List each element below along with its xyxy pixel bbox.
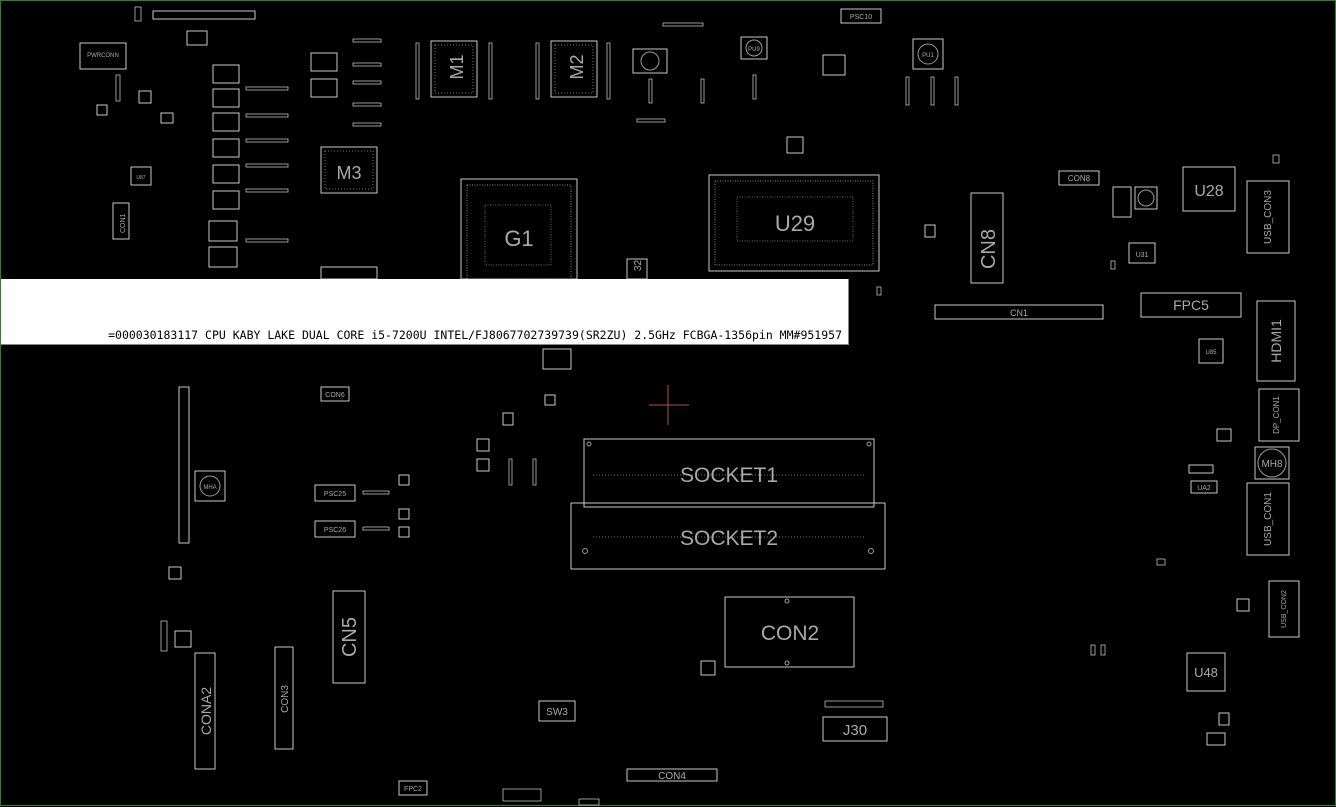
small-parts <box>160 154 1280 806</box>
component-g1[interactable]: G1 <box>460 178 578 280</box>
component-usb-con1[interactable]: USB_CON1 <box>1246 482 1290 556</box>
svg-text:PWRCONN: PWRCONN <box>87 53 119 59</box>
svg-text:USB_CON3: USB_CON3 <box>1263 190 1274 244</box>
svg-text:U28: U28 <box>1194 183 1223 200</box>
svg-text:J30: J30 <box>843 722 867 739</box>
component-con2[interactable]: CON2 <box>724 596 855 668</box>
svg-text:U29: U29 <box>775 211 815 236</box>
svg-text:CON8: CON8 <box>1068 174 1091 183</box>
part-info-tooltip: =000030183117 CPU KABY LAKE DUAL CORE i5… <box>1 279 849 345</box>
component-cona2[interactable]: CONA2 <box>194 652 216 770</box>
header-strip <box>134 6 256 22</box>
component-psc10[interactable]: PSC10 <box>840 8 882 24</box>
svg-text:32: 32 <box>633 259 644 271</box>
svg-text:DP_CON1: DP_CON1 <box>1272 396 1281 434</box>
svg-text:HDMI1: HDMI1 <box>1268 319 1284 363</box>
left-vertical-connector <box>178 386 190 544</box>
svg-text:CN1: CN1 <box>1010 308 1028 318</box>
component-cn5[interactable]: CN5 <box>332 590 366 684</box>
svg-text:PSC10: PSC10 <box>850 14 872 21</box>
component-cn1[interactable]: CN1 <box>934 304 1104 320</box>
svg-text:SOCKET1: SOCKET1 <box>680 464 778 487</box>
component-con1-left[interactable]: CON1 <box>112 202 130 240</box>
component-con6[interactable]: CON6 <box>320 386 350 402</box>
component-u28[interactable]: U28 <box>1182 166 1236 212</box>
svg-text:U87: U87 <box>136 175 145 181</box>
svg-text:CONA2: CONA2 <box>198 687 214 735</box>
svg-text:CON2: CON2 <box>761 622 819 645</box>
component-usb-con3[interactable]: USB_CON3 <box>1246 180 1290 254</box>
component-j30[interactable]: J30 <box>822 716 888 742</box>
component-ua2[interactable]: UA2 <box>1190 480 1218 494</box>
svg-text:M1: M1 <box>447 54 467 79</box>
component-fpc2[interactable]: FPC2 <box>398 780 428 796</box>
svg-text:CN8: CN8 <box>978 229 1000 269</box>
component-psc25[interactable]: PSC25 <box>314 484 356 502</box>
svg-text:CON1: CON1 <box>120 213 127 233</box>
component-dp-con1[interactable]: DP_CON1 <box>1258 388 1300 442</box>
svg-text:USB_CON2: USB_CON2 <box>1281 590 1288 628</box>
component-socket2[interactable]: SOCKET2 <box>570 502 886 570</box>
svg-text:CN5: CN5 <box>339 617 361 657</box>
component-mha[interactable]: MHA <box>194 470 226 502</box>
component-u29[interactable]: U29 <box>708 174 880 272</box>
svg-text:SOCKET2: SOCKET2 <box>680 527 778 550</box>
component-pu1[interactable]: PU1 <box>912 38 944 70</box>
component-u31[interactable]: U31 <box>1128 242 1156 264</box>
component-mh8[interactable]: MH8 <box>1254 446 1290 480</box>
component-psc26[interactable]: PSC26 <box>314 520 356 538</box>
component-con3[interactable]: CON3 <box>274 646 294 750</box>
svg-text:CON3: CON3 <box>280 685 291 713</box>
component-pu9[interactable]: PU9 <box>740 36 768 60</box>
component-u85[interactable]: U85 <box>1198 338 1224 364</box>
component-con8[interactable]: CON8 <box>1058 170 1100 186</box>
component-m3[interactable]: M3 <box>320 146 378 194</box>
svg-text:PSC26: PSC26 <box>324 527 346 534</box>
component-m1[interactable]: M1 <box>430 40 478 98</box>
component-u48[interactable]: U48 <box>1186 652 1226 692</box>
component-m2[interactable]: M2 <box>550 40 598 98</box>
component-sw3[interactable]: SW3 <box>538 700 576 722</box>
svg-text:CON4: CON4 <box>658 771 686 782</box>
svg-text:FPC2: FPC2 <box>404 786 422 793</box>
svg-text:M3: M3 <box>336 163 361 183</box>
component-con4[interactable]: CON4 <box>626 768 718 782</box>
svg-text:USB_CON1: USB_CON1 <box>1263 492 1274 546</box>
component-u87[interactable]: U87 <box>130 166 152 186</box>
svg-text:U31: U31 <box>1136 252 1149 259</box>
svg-text:MH8: MH8 <box>1261 459 1283 470</box>
svg-text:PU9: PU9 <box>748 47 760 53</box>
svg-text:FPC5: FPC5 <box>1173 297 1209 313</box>
svg-text:PU1: PU1 <box>922 53 934 59</box>
component-cn8[interactable]: CN8 <box>970 192 1004 284</box>
svg-text:U48: U48 <box>1194 665 1218 680</box>
svg-text:CON6: CON6 <box>325 392 345 399</box>
component-socket1[interactable]: SOCKET1 <box>583 438 875 508</box>
component-p32[interactable]: 32 <box>626 258 648 280</box>
svg-text:MHA: MHA <box>203 485 216 491</box>
component-usb-con2[interactable]: USB_CON2 <box>1268 580 1300 638</box>
svg-text:G1: G1 <box>504 226 533 251</box>
component-hdmi1[interactable]: HDMI1 <box>1256 300 1296 382</box>
part-info-text: =000030183117 CPU KABY LAKE DUAL CORE i5… <box>108 328 842 342</box>
svg-text:M2: M2 <box>567 54 587 79</box>
svg-text:UA2: UA2 <box>1197 485 1211 492</box>
component-fpc5[interactable]: FPC5 <box>1140 292 1242 318</box>
component-pwrconn[interactable]: PWRCONN <box>79 42 127 70</box>
svg-text:U85: U85 <box>1205 350 1217 356</box>
cursor-crosshair <box>649 385 689 425</box>
svg-text:SW3: SW3 <box>546 707 568 718</box>
power-area-left <box>96 30 382 268</box>
svg-text:PSC25: PSC25 <box>324 491 346 498</box>
